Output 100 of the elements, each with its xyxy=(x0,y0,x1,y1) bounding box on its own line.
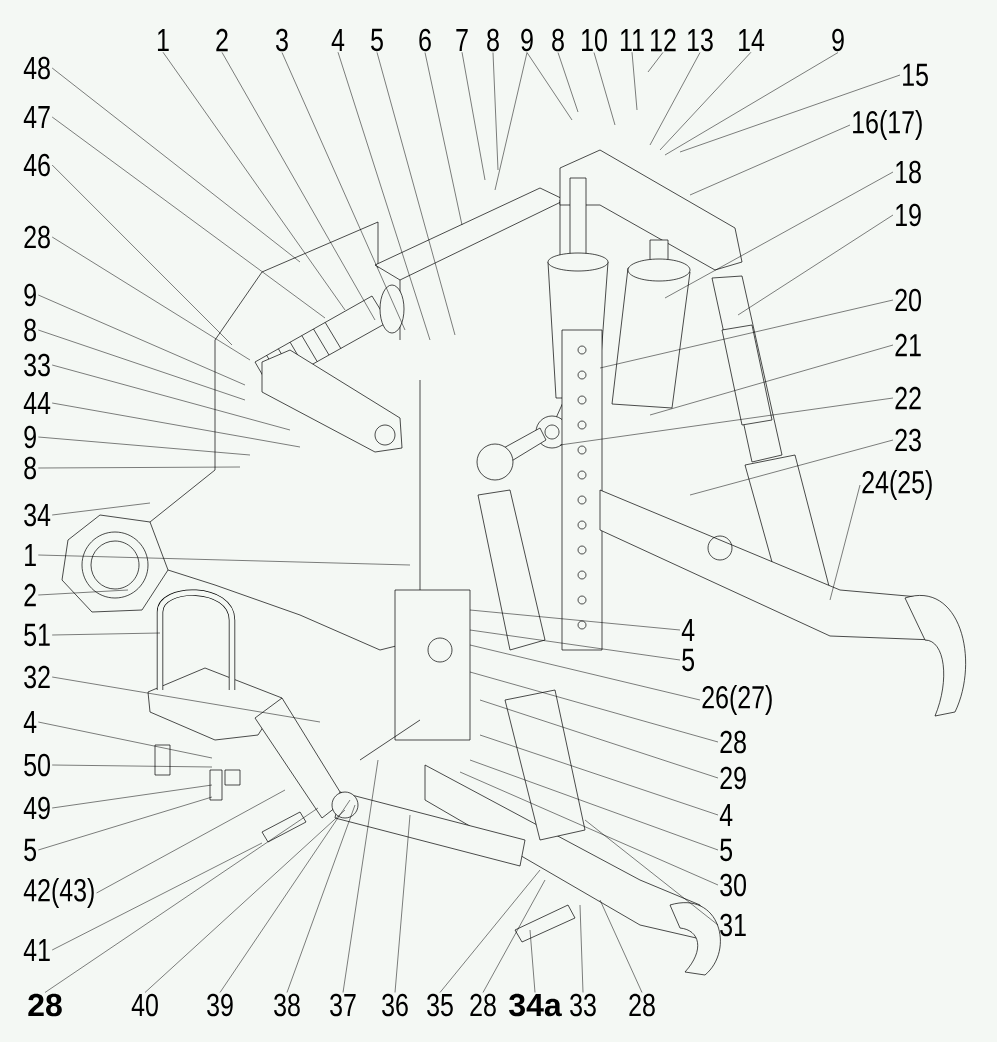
callout-number: 8 xyxy=(552,28,564,52)
leader-line xyxy=(38,796,213,851)
leader-line xyxy=(38,466,241,469)
callout-number: 28 xyxy=(28,993,62,1017)
leader-line xyxy=(664,171,894,299)
callout-number: 26(27) xyxy=(702,685,772,715)
callout-number: 6 xyxy=(419,28,431,52)
leader-line xyxy=(38,329,246,401)
callout-number: 29 xyxy=(720,766,746,790)
leader-line xyxy=(38,721,213,759)
callout-number: 8 xyxy=(487,28,499,52)
callout-number: 28 xyxy=(720,730,746,754)
leader-line xyxy=(461,51,486,181)
leader-line xyxy=(51,402,301,448)
callout-number: 44 xyxy=(23,392,51,414)
callout-number: 51 xyxy=(24,623,50,647)
leader-line xyxy=(44,807,319,993)
callout-number: 34 xyxy=(24,503,51,527)
leader-line xyxy=(286,804,356,993)
callout-number: 48 xyxy=(23,56,50,80)
callout-number: 5 xyxy=(371,28,383,52)
leader-line xyxy=(584,819,719,926)
leader-line xyxy=(162,51,346,311)
leader-line xyxy=(38,589,129,596)
callout-number: 36 xyxy=(382,993,408,1017)
leader-line xyxy=(689,124,851,196)
leader-line xyxy=(526,52,573,121)
callout-number: 33 xyxy=(24,353,50,377)
leader-line xyxy=(337,51,431,341)
callout-number: 22 xyxy=(895,386,921,410)
callout-number: 50 xyxy=(24,753,50,777)
leader-line xyxy=(394,814,411,993)
leader-line xyxy=(469,759,719,851)
leader-line xyxy=(51,502,151,516)
leader-line xyxy=(599,299,894,369)
callout-number: 4 xyxy=(681,619,695,641)
leader-line xyxy=(51,164,233,346)
leader-line xyxy=(649,344,894,416)
leader-line xyxy=(659,51,752,151)
callout-number: 28 xyxy=(629,993,655,1017)
leader-line xyxy=(492,52,499,171)
callout-number: 4 xyxy=(331,29,345,51)
callout-number: 30 xyxy=(720,873,746,897)
leader-line xyxy=(144,809,346,993)
leader-line xyxy=(579,904,584,993)
callout-number: 34a xyxy=(509,993,562,1017)
callout-number: 13 xyxy=(688,28,713,52)
callout-number: 2 xyxy=(24,583,36,607)
leader-line xyxy=(51,67,301,263)
callout-number: 46 xyxy=(23,153,50,177)
leader-line xyxy=(51,116,326,319)
leader-line xyxy=(51,784,213,809)
leader-line xyxy=(342,759,379,993)
callout-number: 5 xyxy=(682,648,695,672)
leader-line xyxy=(221,52,376,321)
callout-number: 23 xyxy=(895,428,921,452)
callout-number: 1 xyxy=(25,544,36,566)
leader-line xyxy=(557,52,579,113)
callout-number: 9 xyxy=(832,28,844,52)
leader-line xyxy=(51,364,291,431)
callout-number: 40 xyxy=(131,993,158,1017)
callout-number: 2 xyxy=(216,28,228,52)
callout-number: 9 xyxy=(24,425,36,449)
leader-line xyxy=(494,52,528,191)
leader-line xyxy=(281,52,406,331)
callout-number: 14 xyxy=(739,29,765,51)
callout-number: 12 xyxy=(651,28,676,52)
leader-line xyxy=(559,397,894,446)
callout-number: 4 xyxy=(23,711,37,733)
leader-line xyxy=(529,929,536,993)
callout-number: 49 xyxy=(23,796,50,820)
leader-line xyxy=(219,799,351,993)
leader-line xyxy=(664,52,839,156)
leader-line xyxy=(631,51,638,111)
leader-line xyxy=(376,52,456,336)
leader-line xyxy=(469,671,719,743)
callout-number: 28 xyxy=(24,225,50,249)
callout-number: 31 xyxy=(720,913,746,937)
leader-line xyxy=(51,632,161,636)
callout-number: 18 xyxy=(896,160,921,184)
callout-number: 35 xyxy=(427,993,453,1017)
callout-number: 4 xyxy=(719,804,733,826)
callout-number: 24(25) xyxy=(862,470,932,500)
leader-line xyxy=(599,899,643,993)
callout-number: 3 xyxy=(276,28,288,52)
callout-number: 8 xyxy=(24,318,36,342)
callout-number: 28 xyxy=(470,993,496,1017)
callout-number: 7 xyxy=(456,29,468,51)
callout-number: 11 xyxy=(620,29,644,51)
callout-number: 16(17) xyxy=(853,110,922,140)
callout-number: 32 xyxy=(24,665,50,689)
leader-line xyxy=(469,644,701,701)
callout-number: 1 xyxy=(157,29,169,51)
callout-number: 5 xyxy=(24,838,37,862)
leader-line xyxy=(424,52,463,226)
leader-line xyxy=(479,734,719,816)
leader-line xyxy=(96,789,286,894)
callout-number: 20 xyxy=(895,288,921,312)
callout-number: 10 xyxy=(582,28,607,52)
leader-line xyxy=(459,771,719,886)
